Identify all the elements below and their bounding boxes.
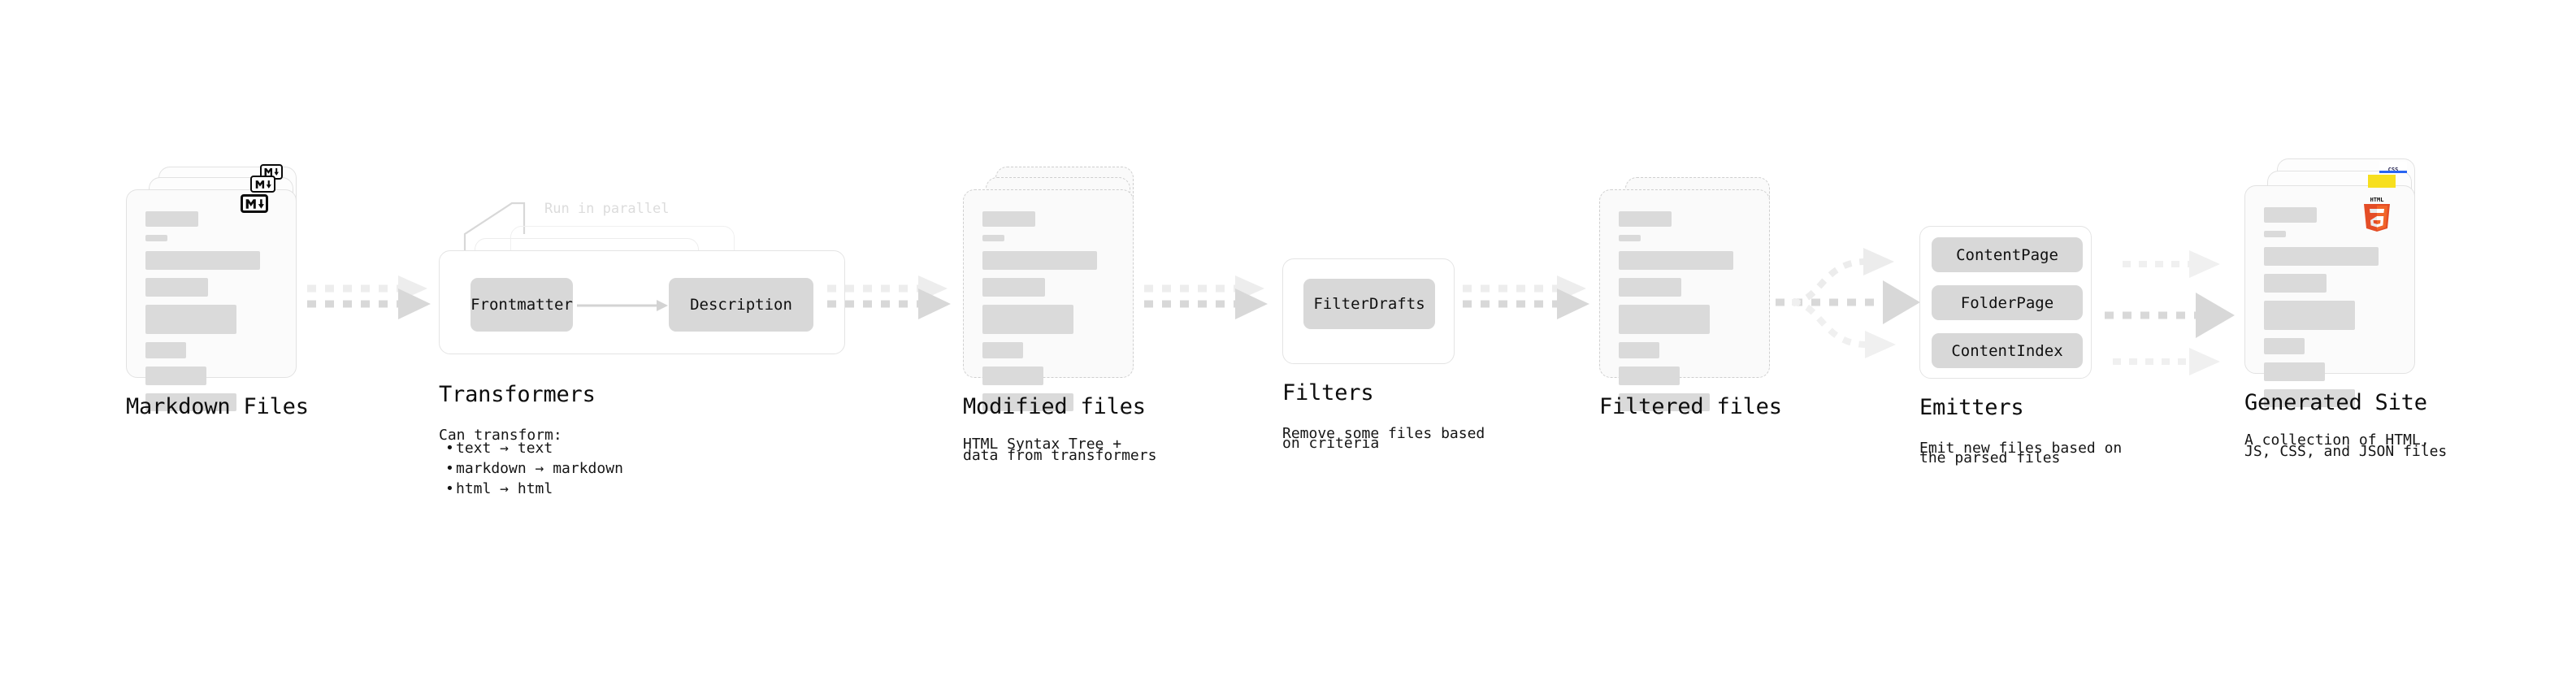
- css3-icon-underline: [2379, 171, 2407, 173]
- generated-placeholder-bars: [2264, 207, 2398, 415]
- emitter-pill-contentindex[interactable]: ContentIndex: [1932, 333, 2083, 368]
- css3-icon-label: CSS: [2387, 167, 2399, 173]
- emitters-description-line1: Emit new files based on: [1919, 440, 2123, 457]
- filters-description-line2: on criteria: [1282, 435, 1380, 452]
- modified-placeholder-bars: [982, 211, 1117, 419]
- emitter-pill-folderpage[interactable]: FolderPage: [1932, 285, 2083, 320]
- transformers-capability-list: text → text markdown → markdown html → h…: [444, 438, 623, 499]
- modified-card-front: [963, 189, 1134, 411]
- modified-files-description-line1: HTML Syntax Tree +: [963, 436, 1122, 453]
- svg-text:HTML: HTML: [2370, 197, 2384, 203]
- filtered-card-front: [1599, 189, 1770, 411]
- modified-card-stack: [963, 167, 1138, 411]
- connector-filtered-to-emitters: [1776, 248, 1920, 358]
- filtered-placeholder-bars: [1619, 211, 1753, 419]
- connector-transformers-to-modified: [827, 275, 951, 319]
- generated-site-description-line1: A collection of HTML,: [2244, 432, 2430, 449]
- list-item: text → text: [444, 438, 623, 458]
- emitter-pill-contentindex-label: ContentIndex: [1951, 341, 2063, 360]
- run-in-parallel-label: Run in parallel: [544, 201, 670, 217]
- stage-filtered-files: Filtered files: [1599, 177, 1782, 419]
- stage-markdown-files: Markdown Files: [126, 164, 309, 419]
- list-item: markdown → markdown: [444, 458, 623, 479]
- generated-card-stack: CSS HTML: [2244, 158, 2419, 407]
- connector-modified-to-filters: [1144, 275, 1268, 319]
- css3-icon: CSS: [2379, 162, 2407, 173]
- page-title-modified-files: Modified files: [963, 394, 1146, 419]
- markdown-card-front: [126, 189, 297, 411]
- markdown-icon: [241, 194, 268, 213]
- modified-files-description-line2: data from transformers: [963, 447, 1157, 464]
- connector-markdown-to-transformers: [307, 275, 431, 319]
- html5-icon: HTML: [2361, 195, 2393, 232]
- transformer-pill-description-label: Description: [690, 296, 792, 314]
- page-title-filtered-files: Filtered files: [1599, 394, 1782, 419]
- page-title-emitters: Emitters: [1919, 395, 2024, 420]
- page-title-markdown-files: Markdown Files: [126, 394, 309, 419]
- filter-pill-filterdrafts-label: FilterDrafts: [1313, 295, 1425, 313]
- filters-description-line1: Remove some files based: [1282, 425, 1485, 442]
- generated-site-description-line2: JS, CSS, and JSON files: [2244, 443, 2448, 460]
- connector-filters-to-filtered: [1463, 275, 1589, 319]
- page-title-transformers: Transformers: [439, 382, 596, 407]
- page-title-filters: Filters: [1282, 380, 1374, 406]
- transformer-pill-frontmatter[interactable]: Frontmatter: [471, 278, 573, 332]
- emitter-pill-folderpage-label: FolderPage: [1960, 293, 2054, 312]
- stage-modified-files: Modified files HTML Syntax Tree + data f…: [963, 167, 1156, 464]
- emitter-pill-contentpage[interactable]: ContentPage: [1932, 237, 2083, 272]
- emitters-description-line2: the parsed files: [1919, 449, 2061, 466]
- generated-card-front: [2244, 185, 2415, 407]
- transformer-pill-frontmatter-label: Frontmatter: [471, 296, 573, 314]
- filtered-card-stack: [1599, 177, 1774, 411]
- transformer-pill-description[interactable]: Description: [669, 278, 813, 332]
- filter-pill-filterdrafts[interactable]: FilterDrafts: [1303, 279, 1435, 329]
- page-title-generated-site: Generated Site: [2244, 390, 2427, 415]
- markdown-icon: [250, 176, 275, 193]
- markdown-placeholder-bars: [145, 211, 280, 419]
- javascript-icon: [2368, 175, 2396, 188]
- markdown-card-stack: [126, 164, 301, 411]
- stage-generated-site: CSS HTML Generated Site A collection of …: [2244, 158, 2447, 460]
- emitter-pill-contentpage-label: ContentPage: [1956, 245, 2058, 264]
- filters-box: FilterDrafts: [1282, 258, 1455, 364]
- emitters-box: ContentPage FolderPage ContentIndex: [1919, 226, 2092, 379]
- connector-emitters-to-site: [2105, 250, 2235, 375]
- list-item: html → html: [444, 479, 623, 499]
